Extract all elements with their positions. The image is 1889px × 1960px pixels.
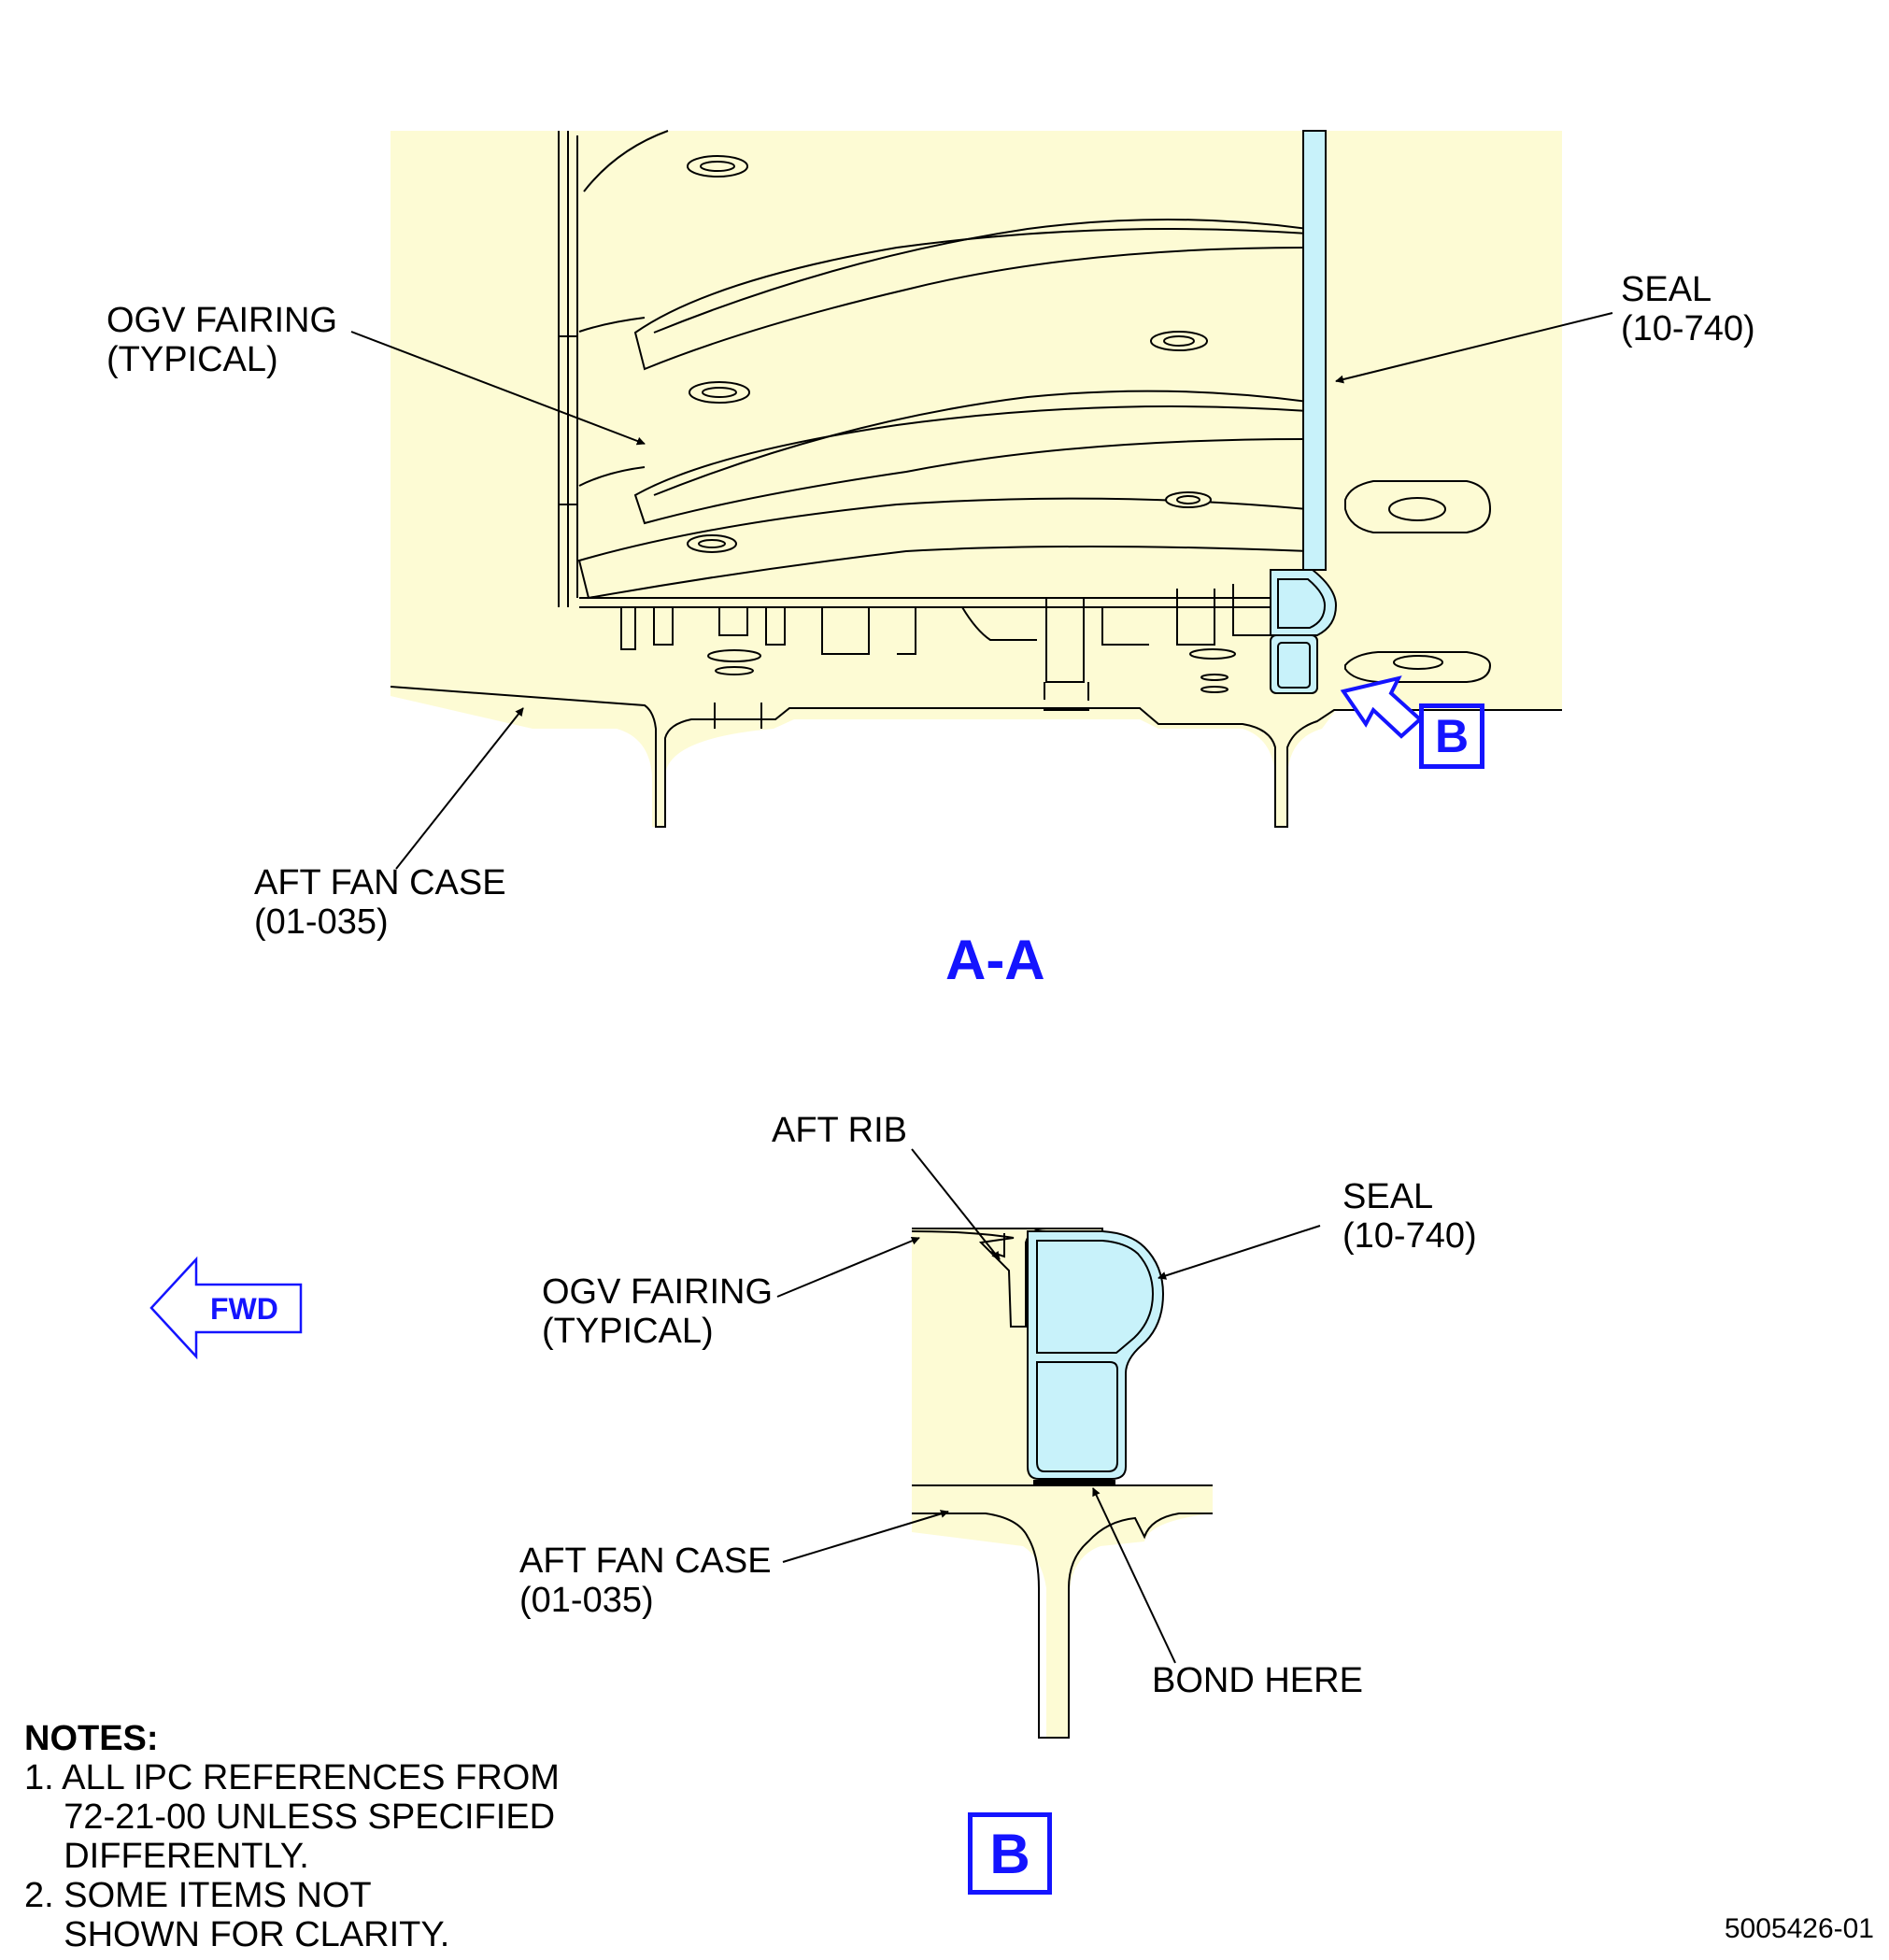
view-b-direction-arrow (1340, 675, 1423, 739)
note-item-1: 1. ALL IPC REFERENCES FROM 72-21-00 UNLE… (24, 1758, 560, 1876)
view-aa-title: A-A (945, 929, 1045, 991)
label-aft-fan-case-aa: AFT FAN CASE (01-035) (254, 863, 506, 942)
seal-aa (1270, 130, 1338, 694)
label-ogv-fairing-b: OGV FAIRING (TYPICAL) (542, 1272, 774, 1351)
label-bond-here: BOND HERE (1152, 1661, 1363, 1700)
label-aft-fan-case-b: AFT FAN CASE (01-035) (519, 1541, 772, 1620)
fwd-arrow: FWD (149, 1256, 303, 1360)
notes-heading: NOTES: (24, 1719, 159, 1758)
label-ogv-fairing-aa: OGV FAIRING (TYPICAL) (107, 301, 338, 379)
note-item-2: 2. SOME ITEMS NOT SHOWN FOR CLARITY. (24, 1876, 450, 1954)
notes-block: NOTES: 1. ALL IPC REFERENCES FROM 72-21-… (24, 1719, 560, 1954)
label-seal-aa: SEAL (10-740) (1621, 270, 1755, 348)
label-aft-rib: AFT RIB (772, 1111, 907, 1150)
detail-b-callout[interactable]: B (1419, 703, 1484, 769)
view-aa-drawing (350, 130, 1613, 870)
seal-detail (1027, 1230, 1165, 1480)
fwd-arrow-label: FWD (210, 1292, 278, 1326)
label-seal-b: SEAL (10-740) (1342, 1177, 1477, 1256)
leaders-b (776, 1148, 1321, 1664)
view-b-title: B (968, 1812, 1052, 1895)
fairing-side-panel (558, 130, 669, 607)
washers (1344, 480, 1492, 683)
view-aa-background (391, 131, 1562, 827)
leaders-aa (350, 312, 1613, 870)
view-b-drawing: FWD (149, 1148, 1321, 1739)
figure-number: 5005426-01 (1724, 1913, 1874, 1944)
fairing-holes (687, 155, 1212, 553)
lower-brackets (579, 584, 1308, 711)
aft-fan-case-section (390, 686, 1562, 828)
bond-line (1033, 1480, 1115, 1485)
aft-fan-case-detail (912, 1484, 1213, 1739)
